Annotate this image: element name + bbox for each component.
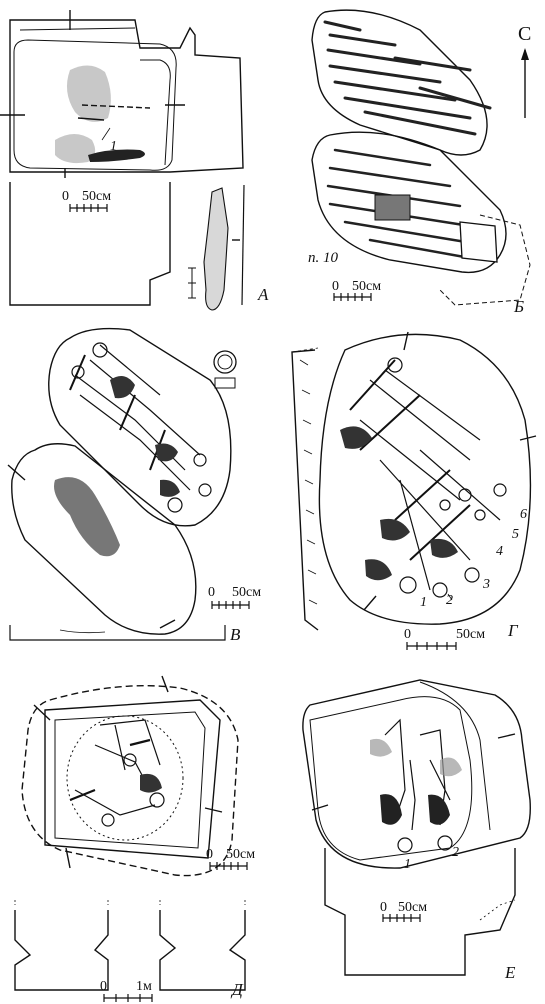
panel-e-scale-label: 50см [398, 900, 427, 915]
panel-a-section [9, 182, 171, 306]
panel-b-letter: Б [513, 297, 524, 316]
panel-e-section [324, 848, 516, 976]
panel-g-mark-4: 4 [496, 544, 503, 559]
panel-v-stain [54, 477, 120, 557]
panel-v-scale-bar [211, 601, 250, 609]
panel-v-letter: В [230, 625, 241, 644]
panel-d-scale-label: 50см [226, 847, 255, 862]
panel-b-scale-zero: 0 [332, 279, 339, 294]
panel-a-inner-outline [13, 39, 177, 171]
panel-d-outer-pit [21, 685, 239, 877]
panel-b-lower-pit [311, 131, 507, 274]
panel-g-scale-bar [406, 642, 457, 650]
panel-e-scale-bar [382, 914, 421, 922]
panel-v-empty-pit [11, 443, 197, 635]
panel-d-section-scale-zero: 0 [100, 979, 107, 994]
panel-g-mark-1: 1 [420, 595, 427, 610]
north-arrow [521, 48, 529, 118]
panel-v-burial-pit [48, 327, 232, 527]
panel-b-pit-label: п. 10 [308, 250, 339, 266]
panel-e-scale-zero: 0 [380, 900, 387, 915]
panel-b [311, 9, 531, 306]
panel-e-skeletons [370, 718, 462, 853]
panel-d-scale-zero: 0 [206, 847, 213, 862]
panel-v-skeletons [69, 342, 212, 513]
panel-a-scale-label: 50см [82, 189, 111, 204]
panel-e-mark-2: 2 [452, 845, 459, 860]
panel-b-upper-pit [311, 9, 488, 156]
panel-d-section-scale-bar [103, 994, 153, 1002]
panel-g [291, 331, 537, 650]
panel-g-skeletons [340, 357, 507, 598]
panel-g-mark-6: 6 [520, 507, 527, 522]
panel-a-scale-bar [69, 204, 108, 212]
panel-e-mark-1: 1 [404, 857, 411, 872]
panel-g-scale-zero: 0 [404, 627, 411, 642]
panel-v-bead [213, 350, 237, 374]
panel-v-scale-zero: 0 [208, 585, 215, 600]
panel-a-burial [88, 149, 145, 162]
panel-a-scale-zero: 0 [62, 189, 69, 204]
panel-d-inner-pit [44, 699, 221, 859]
panel-b-scale-bar [333, 293, 372, 301]
panel-d-section-left [14, 910, 109, 991]
panel-a-letter: А [257, 285, 269, 304]
panel-g-letter: Г [507, 621, 519, 640]
panel-b-timbers-upper [323, 20, 492, 136]
panel-e-letter: Е [504, 963, 516, 982]
panel-v-scale-label: 50см [232, 585, 261, 600]
panel-a-artefact [203, 187, 229, 311]
panel-a-mark-1: 1 [110, 139, 117, 154]
panel-g-wall-section [291, 349, 319, 631]
panel-a-shaded-area [66, 65, 111, 122]
panel-d-section-scale-label: 1м [136, 979, 152, 994]
panel-g-mark-2: 2 [446, 593, 453, 608]
panel-g-mark-5: 5 [512, 527, 519, 542]
panel-g-mark-3: 3 [482, 577, 490, 592]
panel-d-scale-bar [209, 862, 248, 870]
panel-b-scale-label: 50см [352, 279, 381, 294]
panel-e-pit-outline [302, 679, 531, 869]
panel-g-pit-outline [318, 333, 532, 625]
panel-g-scale-label: 50см [456, 627, 485, 642]
panel-d-skeletons [69, 719, 165, 827]
panel-d-letter: Д [230, 980, 244, 999]
panel-d [14, 675, 248, 1002]
panel-d-section-right [159, 910, 246, 991]
panel-e [302, 679, 531, 976]
north-letter: С [518, 23, 531, 45]
panel-v [7, 327, 250, 641]
panel-a [0, 10, 245, 311]
